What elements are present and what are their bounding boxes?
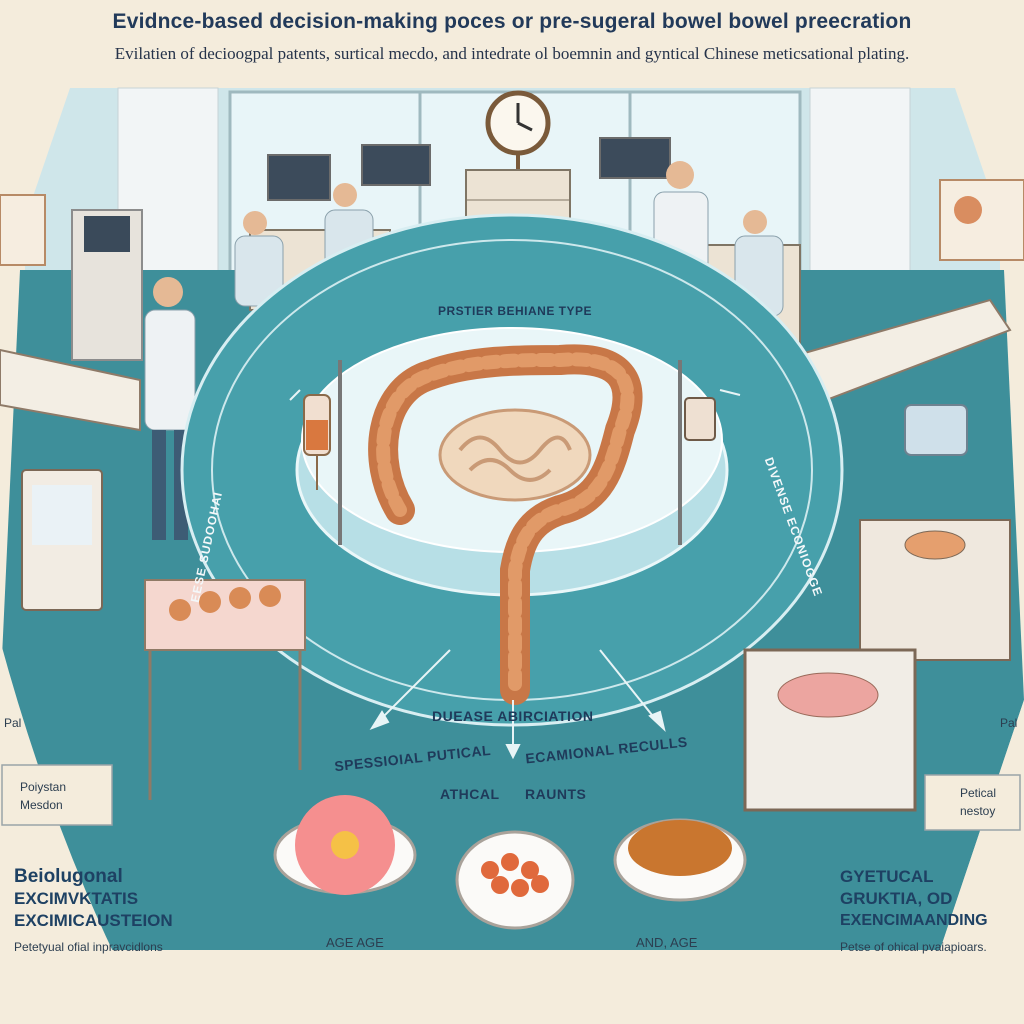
flow-arrows	[289, 389, 741, 760]
left-heading-3: EXCIMICAUSTEION	[14, 911, 173, 930]
left-panel-marker: Pal	[4, 716, 22, 730]
left-box-line-2: Mesdon	[20, 798, 63, 812]
iv-stand-left-icon	[303, 360, 342, 545]
center-top-label: PRSTIER BEHIANE TYPE	[438, 304, 593, 318]
curtain-right	[809, 87, 911, 289]
right-box-line-1: Petical	[960, 786, 997, 800]
bowl-left-label: AGE AGE	[326, 935, 384, 950]
lower-right-label-2: RAUNTS	[525, 786, 587, 802]
bowl-pellets-icon	[455, 830, 575, 930]
header: Evidnce-based decision-making poces or p…	[0, 0, 1024, 80]
lower-left-label-2: ATHCAL	[440, 786, 500, 802]
bowl-beans-icon	[613, 818, 747, 902]
food-cart-right	[743, 519, 1011, 812]
hospital-bed-left	[0, 348, 141, 432]
anatomy-poster-left	[0, 194, 46, 266]
right-panel-marker: Pal	[1000, 716, 1018, 730]
wall-clock-icon	[485, 90, 551, 175]
left-heading-2: EXCIMVKTATIS	[14, 889, 139, 908]
center-bottom-label: DUEASE ABIRCIATION	[432, 708, 594, 724]
food-cart-left	[21, 469, 306, 800]
right-box-line-2: nestoy	[960, 804, 996, 818]
right-heading-1: GYETUCAL	[840, 867, 934, 886]
colon-illustration	[368, 344, 643, 705]
left-panel-box	[1, 764, 113, 826]
page-subtitle: Evilatien of decioogpal patents, surtica…	[114, 44, 910, 63]
right-heading-2: GRUKTIA, OD	[840, 889, 953, 908]
anatomy-poster-right	[939, 179, 1024, 261]
bowl-right-label: AND, AGE	[636, 935, 698, 950]
page-title: Evidnce-based decision-making poces or p…	[112, 10, 912, 33]
left-footer: Petetyual ofial inpravcidlons	[14, 940, 163, 954]
iv-stand-right-icon	[678, 360, 716, 545]
bowl-flower-icon	[273, 795, 417, 895]
left-box-line-1: Poiystan	[20, 780, 67, 794]
right-panel-box	[924, 774, 1021, 831]
right-heading-3: EXENCIMAANDING	[840, 912, 988, 929]
right-footer: Petse of ohical pvaiapioars.	[840, 940, 987, 954]
left-heading-1: Beiolugonal	[14, 866, 123, 887]
